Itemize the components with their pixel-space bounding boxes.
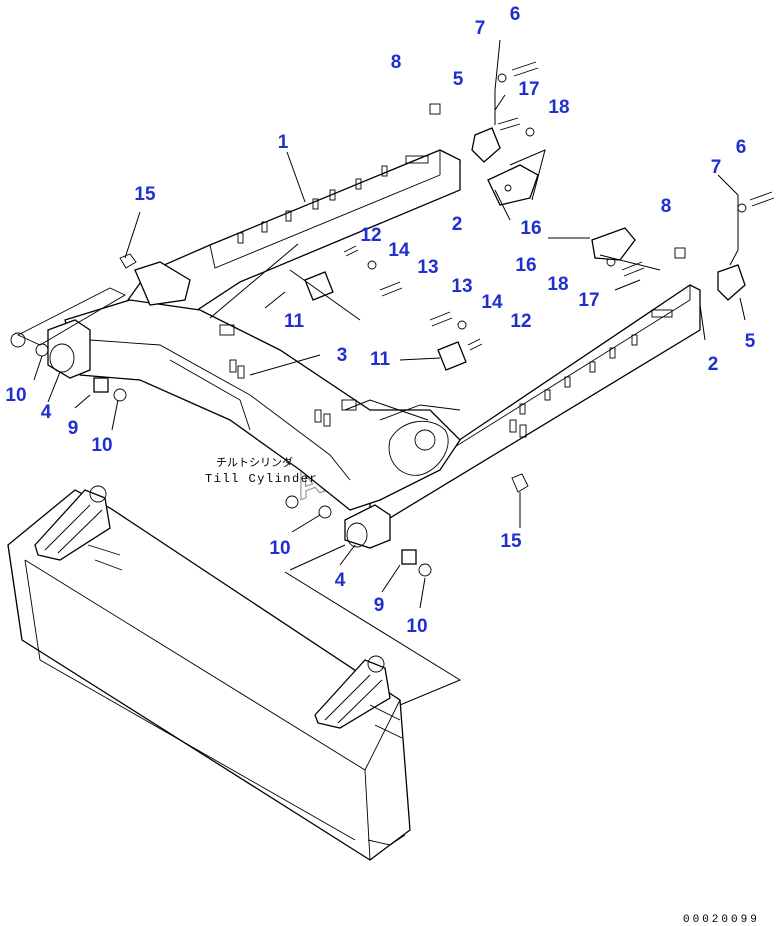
callout-2: 2 xyxy=(708,354,719,375)
small-parts xyxy=(35,61,775,577)
dozer-blade xyxy=(7,485,411,861)
callout-16: 16 xyxy=(515,255,536,276)
callout-12: 12 xyxy=(510,311,531,332)
callout-2: 2 xyxy=(452,214,463,235)
annotation-japanese: チルトシリンダ xyxy=(216,455,293,469)
main-frame xyxy=(10,149,701,549)
callout-3: 3 xyxy=(337,345,348,366)
callout-17: 17 xyxy=(578,290,599,311)
callout-11: 11 xyxy=(284,311,305,332)
callout-10: 10 xyxy=(269,538,290,559)
callout-14: 14 xyxy=(388,240,410,261)
callout-7: 7 xyxy=(475,18,486,39)
leader-lines xyxy=(33,39,746,706)
callout-13: 13 xyxy=(417,257,438,278)
callout-6: 6 xyxy=(510,4,521,25)
callout-7: 7 xyxy=(711,157,722,178)
callout-14: 14 xyxy=(481,292,503,313)
callout-6: 6 xyxy=(736,137,747,158)
callout-10: 10 xyxy=(91,435,112,456)
callout-18: 18 xyxy=(547,274,568,295)
callout-1: 1 xyxy=(278,132,289,153)
callout-4: 4 xyxy=(41,402,52,423)
drawing-number: 00020099 xyxy=(683,914,760,926)
callout-10: 10 xyxy=(406,616,427,637)
callout-15: 15 xyxy=(134,184,156,205)
callout-8: 8 xyxy=(391,52,402,73)
callout-18: 18 xyxy=(548,97,569,118)
callout-11: 11 xyxy=(370,349,391,370)
callout-16: 16 xyxy=(520,218,541,239)
callout-labels: 1 2 2 3 4 4 5 5 6 6 7 7 8 8 9 9 10 10 10… xyxy=(5,4,755,637)
callout-4: 4 xyxy=(335,570,346,591)
callout-5: 5 xyxy=(745,331,756,352)
callout-13: 13 xyxy=(451,276,472,297)
callout-9: 9 xyxy=(68,418,79,439)
callout-5: 5 xyxy=(453,69,464,90)
callout-9: 9 xyxy=(374,595,385,616)
callout-15: 15 xyxy=(500,531,522,552)
tilt-cylinder-annotation: チルトシリンダ Till Cylinder xyxy=(205,455,318,486)
callout-17: 17 xyxy=(518,79,539,100)
annotation-english: Till Cylinder xyxy=(205,472,318,486)
callout-12: 12 xyxy=(360,225,381,246)
callout-8: 8 xyxy=(661,196,672,217)
callout-10: 10 xyxy=(5,385,26,406)
